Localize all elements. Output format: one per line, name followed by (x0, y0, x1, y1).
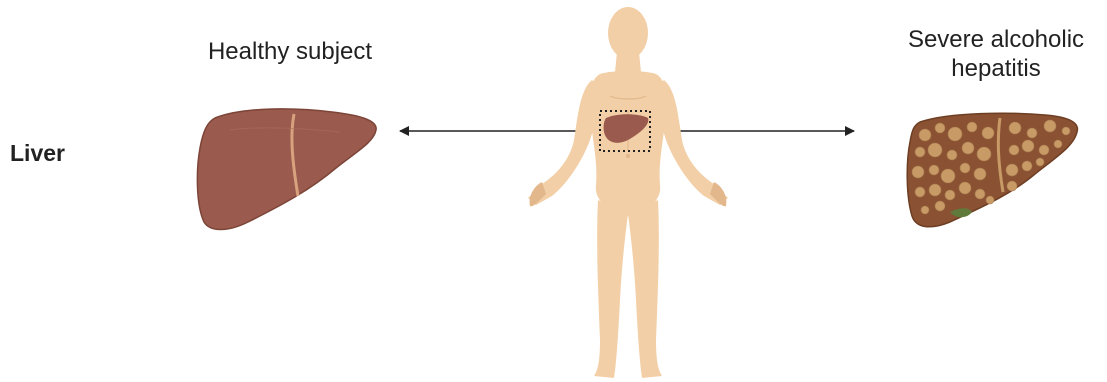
healthy-liver-illustration (197, 109, 376, 230)
diseased-liver-illustration (907, 113, 1077, 227)
human-body-illustration (528, 7, 728, 378)
